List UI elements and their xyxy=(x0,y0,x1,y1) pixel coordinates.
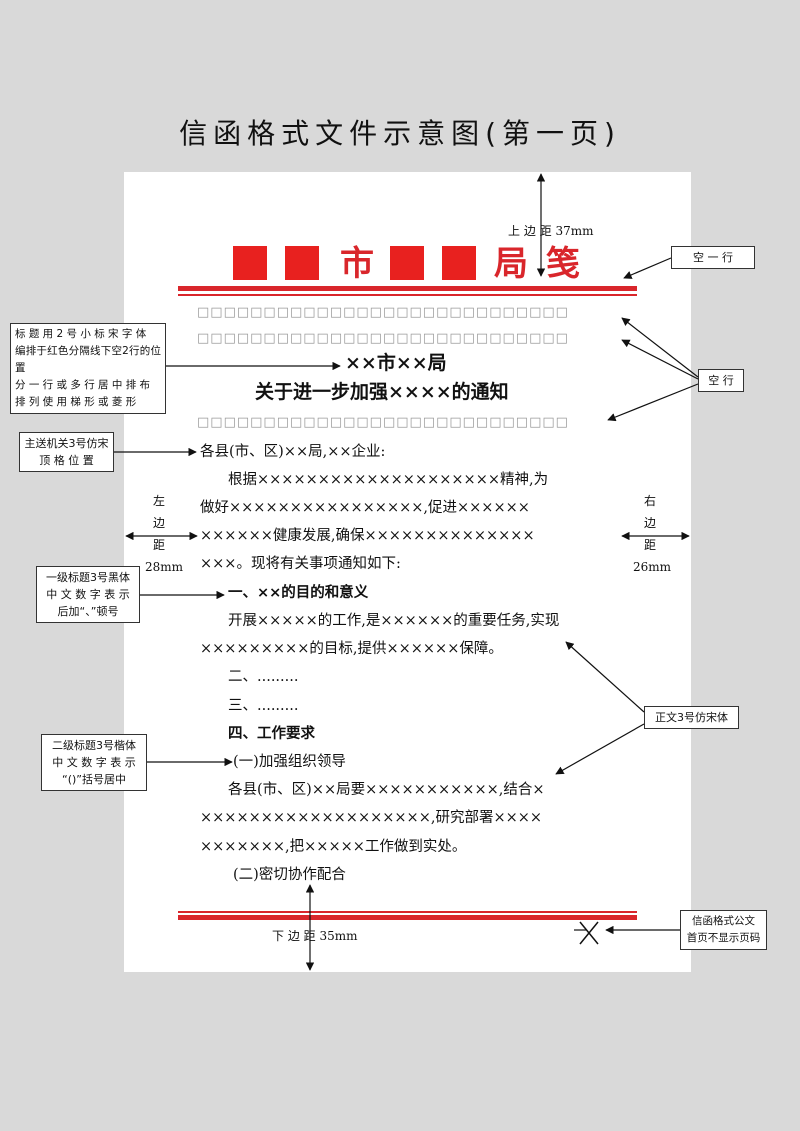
doc-title-line2: 关于进一步加强××××的通知 xyxy=(255,381,509,403)
blank-row: □□□□□□□□□□□□□□□□□□□□□□□□□□□□ xyxy=(197,332,569,346)
red-separator-thick xyxy=(178,286,637,291)
arrow-body xyxy=(565,641,645,713)
recipient: 各县(市、区)××局,××企业: xyxy=(200,444,386,460)
redacted-block xyxy=(442,246,476,280)
note-blank-line: 空 行 xyxy=(698,369,744,392)
doc-title-line1: ××市××局 xyxy=(345,352,447,374)
arrow-blank-row xyxy=(621,339,699,380)
heading-level1: 一、××的目的和意义 xyxy=(228,585,369,601)
arrow-body xyxy=(555,723,645,775)
page-number-cross-icon xyxy=(579,921,599,945)
note-recipient-format: 主送机关3号仿宋 顶 格 位 置 xyxy=(19,432,114,472)
note-title-format: 标 题 用 2 号 小 标 宋 字 体 编排于红色分隔线下空2行的位置 分 一 … xyxy=(10,323,166,414)
red-separator-thin xyxy=(178,294,637,296)
body-line: ×××。现将有关事项通知如下: xyxy=(200,556,401,572)
note-body-format: 正文3号仿宋体 xyxy=(644,706,739,729)
body-line: ×××××××××××××××××××,研究部署×××× xyxy=(200,810,543,826)
body-line: ×××××××,把×××××工作做到实处。 xyxy=(200,839,467,855)
letterhead-char: 市 xyxy=(340,244,374,284)
heading-level1: 四、工作要求 xyxy=(228,726,315,742)
heading-level2: (一)加强组织领导 xyxy=(233,754,346,770)
letter-paper xyxy=(124,172,691,972)
body-line: 各县(市、区)××局要×××××××××××,结合× xyxy=(228,782,545,798)
arrow-blank-row xyxy=(621,317,699,378)
note-heading1-format: 一级标题3号黑体 中 文 数 字 表 示 后加“、”顿号 xyxy=(36,566,140,623)
red-separator-thick xyxy=(178,915,637,920)
arrow-blank-line xyxy=(623,257,672,279)
body-line: 二、......... xyxy=(228,669,299,685)
letterhead-char: 局 xyxy=(494,244,528,284)
redacted-block xyxy=(285,246,319,280)
right-margin-label: 右 边 距 26mm xyxy=(633,494,672,574)
red-separator-thin xyxy=(178,911,637,913)
body-line: 根据××××××××××××××××××××精神,为 xyxy=(228,472,549,488)
note-page-number: 信函格式公文 首页不显示页码 xyxy=(680,910,767,950)
body-line: 三、......... xyxy=(228,698,299,714)
note-heading2-format: 二级标题3号楷体 中 文 数 字 表 示 “()”括号居中 xyxy=(41,734,147,791)
top-margin-label: 上 边 距 37mm xyxy=(508,224,594,238)
redacted-block xyxy=(233,246,267,280)
blank-row: □□□□□□□□□□□□□□□□□□□□□□□□□□□□ xyxy=(197,416,569,430)
body-line: 做好××××××××××××××××,促进×××××× xyxy=(200,500,530,516)
body-line: ××××××健康发展,确保×××××××××××××× xyxy=(200,528,535,544)
bottom-margin-label: 下 边 距 35mm xyxy=(272,929,358,943)
heading-level2: (二)密切协作配合 xyxy=(233,867,346,883)
body-line: ×××××××××的目标,提供××××××保障。 xyxy=(200,641,503,657)
note-blank-line: 空 一 行 xyxy=(671,246,755,269)
arrow-blank-row xyxy=(607,383,699,422)
redacted-block xyxy=(390,246,424,280)
page-title: 信函格式文件示意图(第一页) xyxy=(179,117,621,150)
body-line: 开展×××××的工作,是××××××的重要任务,实现 xyxy=(228,613,560,629)
letterhead-char: 笺 xyxy=(546,244,580,284)
blank-row: □□□□□□□□□□□□□□□□□□□□□□□□□□□□ xyxy=(197,306,569,320)
